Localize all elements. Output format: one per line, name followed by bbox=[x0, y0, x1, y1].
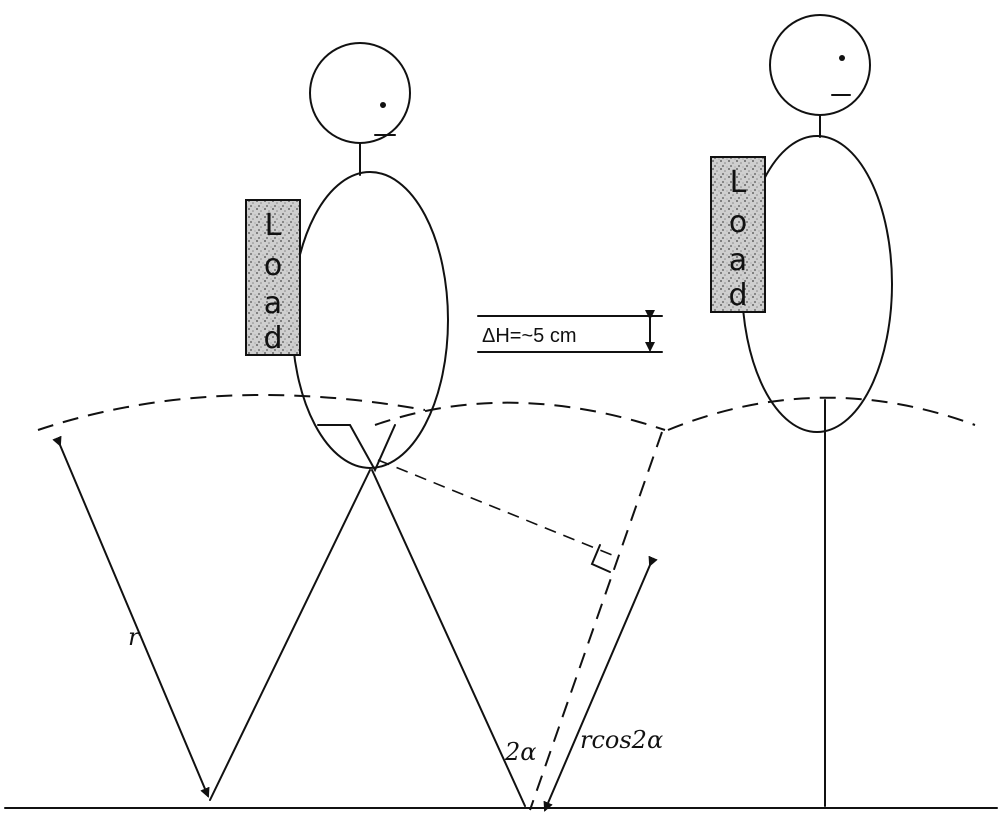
standing-figure: L o a d bbox=[710, 14, 893, 807]
hip-arc-middle bbox=[374, 401, 666, 431]
right-angle-marker bbox=[590, 544, 611, 573]
head-left bbox=[309, 42, 411, 144]
projection-label: rcos2α bbox=[580, 726, 663, 754]
eye-right bbox=[839, 55, 845, 61]
load-letter: a bbox=[729, 243, 747, 278]
leg-length-arrow bbox=[52, 435, 210, 798]
load-pack-right bbox=[710, 156, 766, 313]
leg-length-label: r bbox=[128, 623, 141, 651]
height-difference-annotation: ΔH=~5 cm bbox=[477, 310, 663, 353]
load-letter: a bbox=[264, 286, 282, 321]
rear-leg bbox=[209, 469, 371, 801]
load-pack-left bbox=[245, 199, 301, 356]
load-letter: o bbox=[264, 248, 282, 283]
load-letter: d bbox=[263, 321, 282, 356]
hip-joint-left bbox=[317, 424, 396, 473]
load-letter: d bbox=[728, 278, 747, 313]
torso-left bbox=[291, 171, 449, 469]
projection-line bbox=[529, 431, 663, 811]
head-right bbox=[769, 14, 871, 116]
delta-h-label: ΔH=~5 cm bbox=[482, 325, 577, 347]
projection-arrow bbox=[543, 555, 658, 812]
hip-arc-right bbox=[667, 396, 976, 431]
load-letter: L bbox=[730, 165, 747, 200]
eye-left bbox=[380, 102, 386, 108]
angle-label: 2α bbox=[504, 738, 536, 766]
walking-figure: L o a d r rcos2α 2α bbox=[52, 42, 663, 812]
load-letter: o bbox=[729, 205, 747, 240]
hip-arc-left bbox=[37, 393, 426, 431]
load-letter: L bbox=[265, 208, 282, 243]
perpendicular-line bbox=[377, 459, 613, 556]
front-leg bbox=[371, 469, 526, 807]
